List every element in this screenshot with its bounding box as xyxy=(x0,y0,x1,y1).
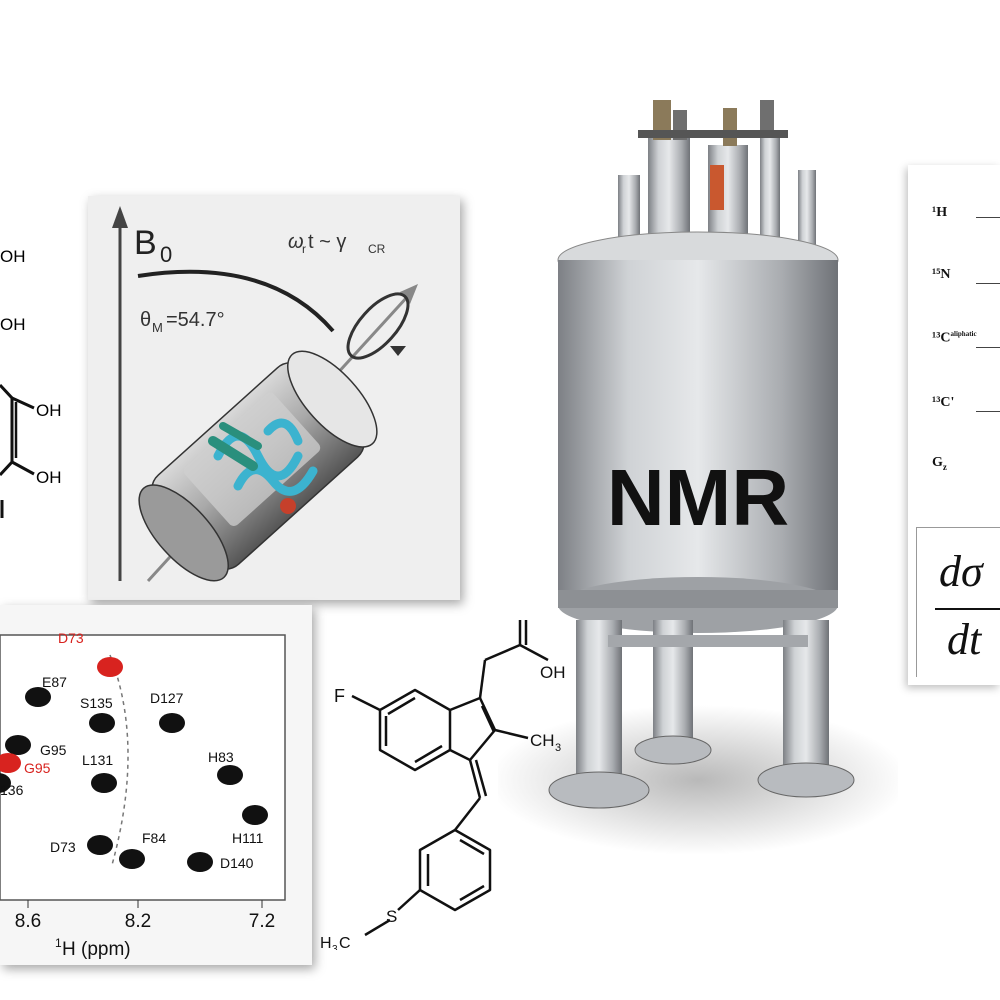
mas-diagram: B 0 ω r t ~ γ CR θ M =54.7° xyxy=(112,206,418,583)
peak-label: L131 xyxy=(82,752,113,768)
peak-label: 136 xyxy=(0,782,24,798)
peak-label: D73 xyxy=(50,839,76,855)
left-molecule-structure: OH OH OH OH xyxy=(0,247,62,518)
magic-angle-arc xyxy=(137,269,335,333)
x-tick-label: 7.2 xyxy=(249,911,275,932)
b0-subscript: 0 xyxy=(160,242,172,267)
magic-angle-spinning-panel: B 0 ω r t ~ γ CR θ M =54.7° xyxy=(88,196,460,600)
spectrum-peak xyxy=(87,835,113,855)
angle-theta-sub: M xyxy=(152,320,163,335)
angle-theta: θ xyxy=(140,309,151,331)
spectrum-peak xyxy=(91,773,117,793)
spectrum-peak xyxy=(0,773,11,793)
x-tick-label: 8.2 xyxy=(125,911,151,932)
sulindac-molecule: F OH CH 3 S H 3 C xyxy=(320,620,570,955)
spectrum-peak xyxy=(0,753,21,773)
spectrum-peak xyxy=(119,849,145,869)
methylthio-c-label: C xyxy=(339,935,351,950)
magnet-legs xyxy=(548,620,855,809)
peak-label: H83 xyxy=(208,749,234,765)
x-axis-label: H (ppm) xyxy=(62,939,131,960)
spectrum-peak xyxy=(159,713,185,733)
peak-label: D127 xyxy=(150,690,184,706)
spectrum-peak xyxy=(242,805,268,825)
protein-ribbon xyxy=(208,418,318,514)
hydroxyl-label: OH xyxy=(0,315,26,334)
pulse-channel-13c-aliphatic: ¹³Caliphatic xyxy=(932,330,977,346)
angle-value: =54.7° xyxy=(166,309,225,331)
nmr-magnet: NMR xyxy=(488,60,908,900)
rotor-phase-gamma: t ~ γ xyxy=(308,231,346,253)
spin-direction-ellipse xyxy=(346,292,410,360)
sulfur-label: S xyxy=(386,907,397,926)
x-axis-label-superscript: 1 xyxy=(55,936,62,950)
peak-label: D140 xyxy=(220,855,254,871)
peak-label: G95 xyxy=(24,760,51,776)
nmr-label: NMR xyxy=(607,453,789,542)
rotor-phase-gamma-sub: CR xyxy=(368,242,386,256)
hydroxyl-label: OH xyxy=(36,468,62,487)
nmr-magnet-illustration: NMR xyxy=(488,100,908,855)
rotor-phase-omega-sub: r xyxy=(302,242,306,256)
x-tick-label: 8.6 xyxy=(15,911,41,932)
b0-label: B xyxy=(134,224,157,262)
peak-label: D73 xyxy=(58,630,84,646)
pulse-sequence-panel: ¹H ¹⁵N ¹³Caliphatic ¹³C' Gz dσ dt xyxy=(908,165,1000,685)
pulse-channel-15n: ¹⁵N xyxy=(932,267,951,282)
peak-label: G95 xyxy=(40,742,67,758)
methyl-label: CH xyxy=(530,731,555,750)
hydroxyl-label: OH xyxy=(36,401,62,420)
spectrum-peak xyxy=(5,735,31,755)
sulindac-structure: F OH CH 3 S H 3 C xyxy=(320,620,566,955)
spectrum-peak xyxy=(217,765,243,785)
methylthio-h-label: H xyxy=(320,935,332,950)
pulse-channel-1h: ¹H xyxy=(932,205,948,220)
relaxation-equation: dσ dt xyxy=(916,527,1000,677)
methyl-subscript: 3 xyxy=(555,742,561,754)
peak-trajectory xyxy=(109,654,129,866)
pulse-channel-gradient: Gz xyxy=(932,455,947,472)
peak-label: F84 xyxy=(142,830,166,846)
magnet-body xyxy=(558,260,838,605)
peak-label: S135 xyxy=(80,695,113,711)
peak-label: H111 xyxy=(232,830,264,846)
fluorine-label: F xyxy=(334,686,345,706)
left-molecule-fragment: OH OH OH OH xyxy=(0,200,90,530)
spectrum-peak xyxy=(25,687,51,707)
hydroxyl-label: OH xyxy=(540,663,566,682)
spectrum-peak xyxy=(187,852,213,872)
methylthio-subscript: 3 xyxy=(332,944,338,950)
equation-numerator: dσ xyxy=(939,547,983,596)
equation-denominator: dt xyxy=(947,615,982,664)
spectrum-peak xyxy=(97,657,123,677)
spectrum-peak xyxy=(89,713,115,733)
b0-arrowhead xyxy=(112,206,128,228)
rotor-phase-omega: ω xyxy=(288,231,304,253)
pulse-channel-13c-carbonyl: ¹³C' xyxy=(932,395,955,410)
hydroxyl-label: OH xyxy=(0,247,26,266)
peak-label: E87 xyxy=(42,674,67,690)
